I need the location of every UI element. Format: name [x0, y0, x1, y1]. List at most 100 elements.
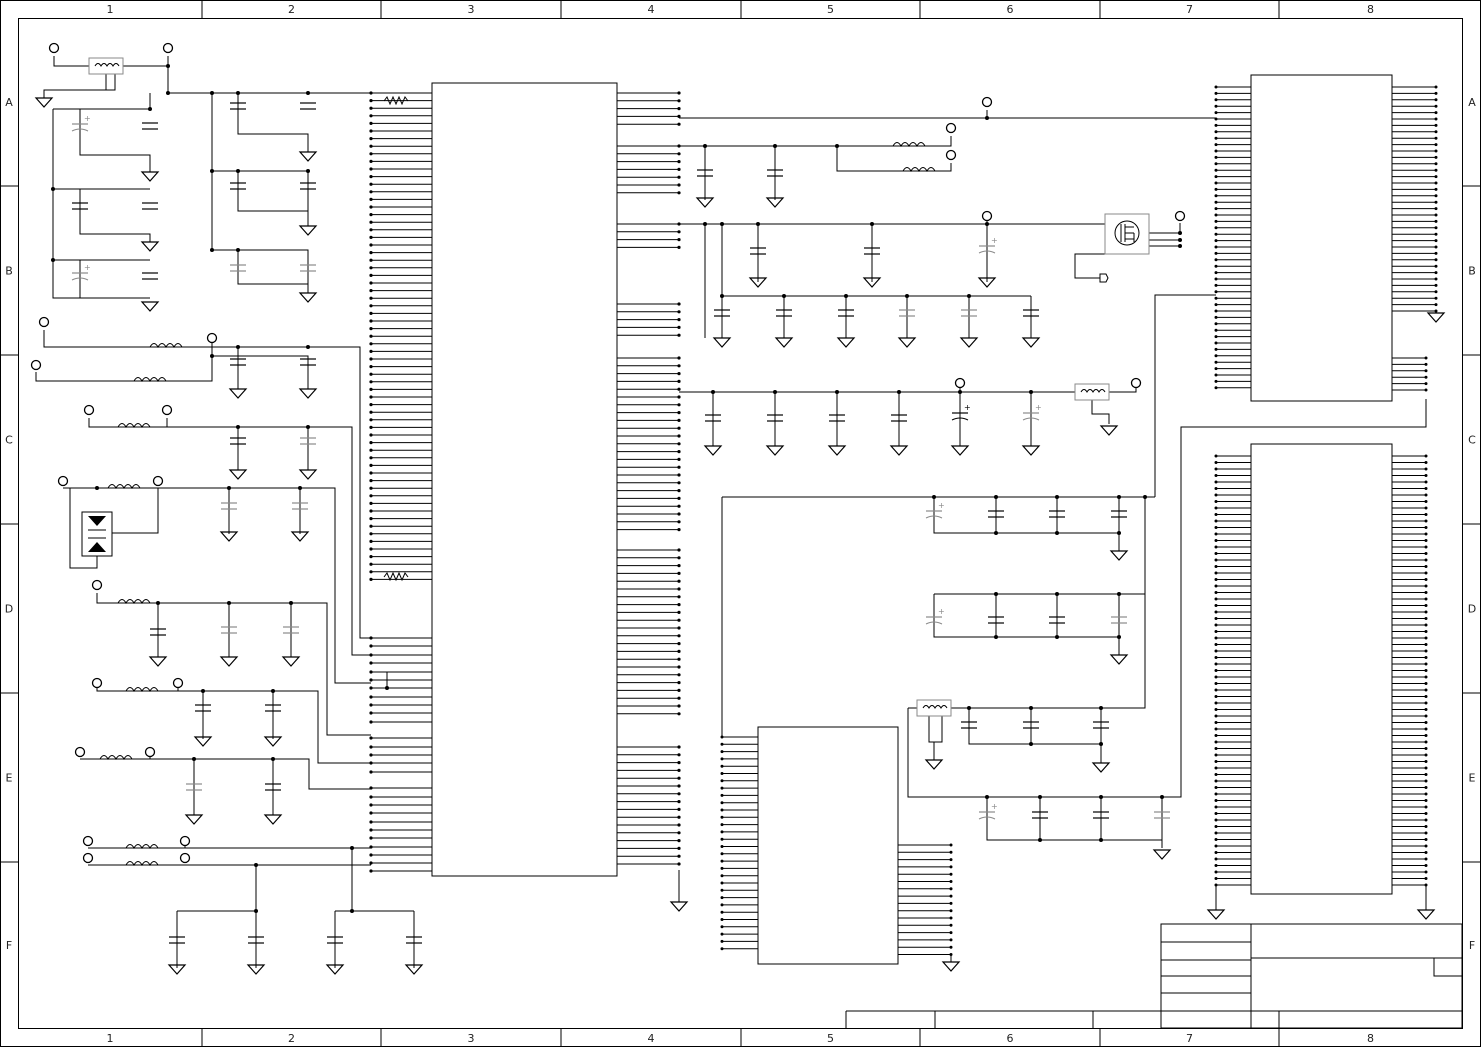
capacitor-icon — [265, 704, 281, 712]
ground-icon — [1021, 445, 1041, 456]
power-port-icon — [179, 852, 191, 864]
capacitor-icon — [150, 628, 166, 636]
zone-column-label: 4 — [648, 1032, 655, 1045]
ground-icon — [263, 814, 283, 825]
capacitor-icon — [300, 102, 316, 110]
capacitor-icon — [406, 936, 422, 944]
inductor-icon — [125, 844, 159, 850]
capacitor-icon — [961, 721, 977, 729]
mosfet-icon — [1104, 213, 1150, 255]
capacitor-icon — [142, 202, 158, 210]
zone-column-label: 5 — [827, 1032, 834, 1045]
zone-column-label: 1 — [107, 1032, 114, 1045]
ground-icon — [228, 388, 248, 399]
inductor-icon — [149, 343, 183, 349]
ground-icon — [836, 337, 856, 348]
ground-icon — [950, 445, 970, 456]
ground-icon — [1109, 550, 1129, 561]
capacitor-icon — [750, 247, 766, 255]
ground-icon — [695, 197, 715, 208]
ground-icon — [712, 337, 732, 348]
inductor-icon — [125, 687, 159, 693]
capacitor-icon — [186, 783, 202, 791]
power-port-icon — [1174, 210, 1186, 222]
capacitor-icon — [230, 182, 246, 190]
ground-icon — [977, 277, 997, 288]
connector-icon — [88, 57, 1110, 717]
secondary-ic — [757, 726, 899, 965]
ground-icon — [184, 814, 204, 825]
ground-icon — [1099, 425, 1119, 436]
svg-text:+: + — [991, 802, 998, 811]
connector-bottom — [1250, 443, 1393, 895]
zone-column-label: 2 — [288, 1032, 295, 1045]
ground-icon — [1426, 312, 1446, 323]
ground-icon — [167, 964, 187, 975]
capacitor-icon — [221, 626, 237, 634]
capacitor-icon — [891, 414, 907, 422]
inductor-icon — [117, 599, 151, 605]
ground-icon — [298, 292, 318, 303]
connector-pins — [1214, 85, 1438, 887]
capacitor-icon — [230, 437, 246, 445]
capacitor-icon — [221, 502, 237, 510]
capacitor-icon: + — [978, 802, 998, 820]
ground-icon — [325, 964, 345, 975]
capacitor-icon — [1023, 309, 1039, 317]
zone-row-label: A — [1468, 96, 1476, 109]
capacitor-icon — [300, 437, 316, 445]
capacitor-icon — [265, 783, 281, 791]
zone-column-label: 3 — [468, 3, 475, 16]
power-port-icon — [48, 42, 60, 54]
ground-icon — [404, 964, 424, 975]
svg-text:+: + — [84, 263, 91, 272]
capacitor-icon — [1049, 510, 1065, 518]
capacitor-icon — [899, 309, 915, 317]
power-port-icon — [82, 835, 94, 847]
power-port-icon — [162, 42, 174, 54]
capacitor-icon: + — [71, 114, 91, 132]
zone-row-label: E — [1469, 772, 1476, 785]
ground-icon — [1152, 849, 1172, 860]
power-port-icon — [83, 404, 95, 416]
wires — [35, 56, 1437, 968]
capacitor-icon — [864, 247, 880, 255]
power-port-icon — [945, 149, 957, 161]
ground-icon — [669, 901, 689, 912]
zone-row-label: B — [1468, 265, 1476, 278]
ground-icon — [140, 301, 160, 312]
ground-icon — [140, 171, 160, 182]
capacitor-icon — [169, 936, 185, 944]
zone-column-label: 2 — [288, 3, 295, 16]
ground-icon — [1206, 909, 1226, 920]
ground-icon — [281, 656, 301, 667]
ground-icon — [765, 197, 785, 208]
capacitor-icon: + — [71, 263, 91, 281]
power-port-icon — [161, 404, 173, 416]
zone-row-label: F — [1469, 939, 1475, 952]
connector-top — [1250, 74, 1393, 402]
ground-icon — [263, 736, 283, 747]
capacitor-icon — [292, 502, 308, 510]
inductors — [99, 142, 936, 867]
ground-icon — [298, 469, 318, 480]
net-flag-icon — [1099, 273, 1109, 283]
capacitor-icon — [72, 202, 88, 210]
ground-icon — [298, 151, 318, 162]
ground-icon — [703, 445, 723, 456]
ground-icon — [246, 964, 266, 975]
power-port-icon — [152, 475, 164, 487]
capacitor-icon — [300, 182, 316, 190]
zone-column-label: 5 — [827, 3, 834, 16]
capacitor-icon — [300, 358, 316, 366]
main-ic — [431, 82, 618, 877]
ground-icon — [924, 759, 944, 770]
svg-text:+: + — [991, 236, 998, 245]
capacitor-icon — [767, 414, 783, 422]
capacitor-icon: + — [978, 236, 998, 254]
power-port-icon — [91, 579, 103, 591]
capacitor-icon — [961, 309, 977, 317]
ground-icon — [774, 337, 794, 348]
